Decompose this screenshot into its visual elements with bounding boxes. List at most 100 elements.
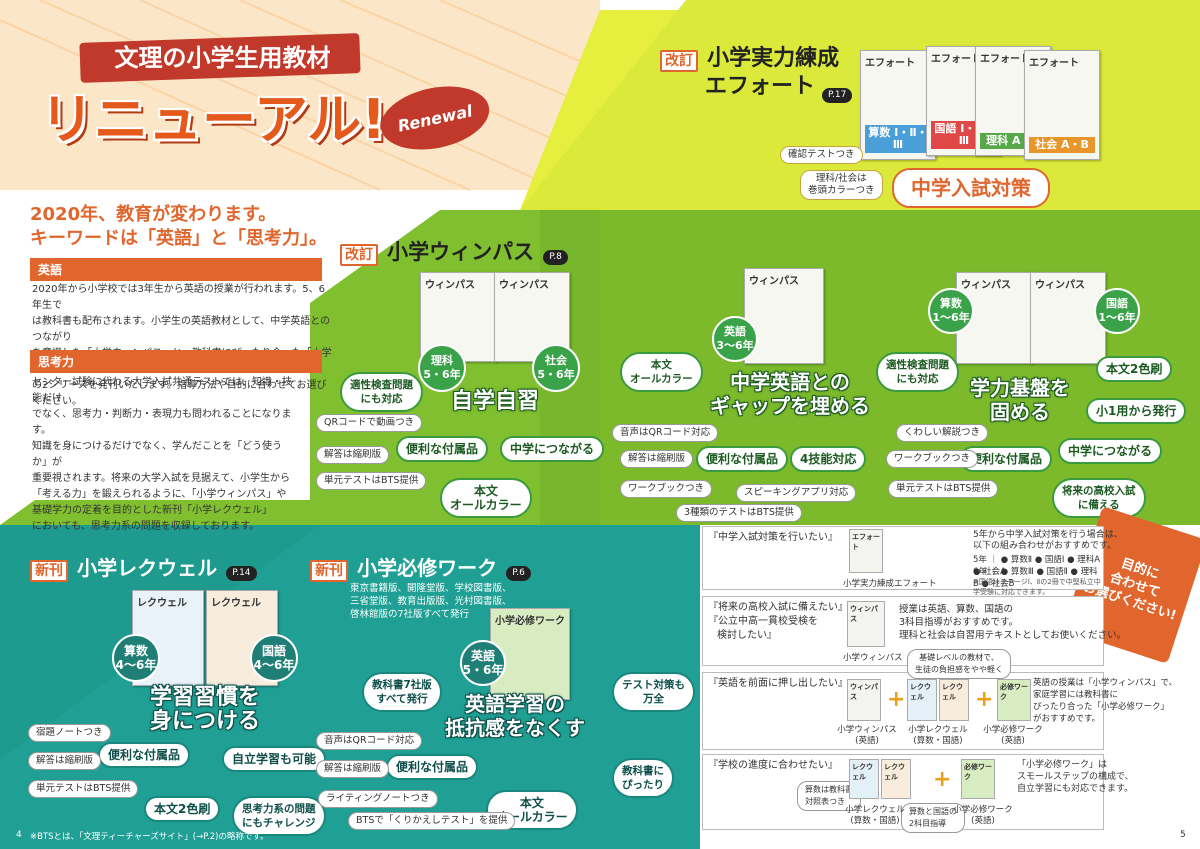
winpass-english-grade: 英語 3〜6年 bbox=[712, 316, 758, 362]
book-title: ウィンパス bbox=[749, 276, 799, 287]
hisshu-s2: 解答は縮刷版 bbox=[316, 760, 390, 778]
panel-text: 英語の授業は「小学ウィンパス」で、 家庭学習には教科書に ぴったり合った「小学必… bbox=[1033, 678, 1177, 724]
hisshu-title-block: 新刊 小学必修ワーク P.6 bbox=[310, 552, 531, 582]
panel-question: 『英語を前面に押し出したい』 bbox=[708, 678, 848, 689]
winpass-mid-b1: 本文 オールカラー bbox=[620, 352, 703, 392]
reqwell-tag: 新刊 bbox=[30, 560, 68, 582]
effort-title2: エフォート bbox=[705, 74, 816, 99]
panel-note: 算数と国語の 2科目指導 bbox=[901, 803, 965, 833]
mini-effort-book: エフォート bbox=[849, 529, 883, 573]
book-title: ウィンパス bbox=[1035, 280, 1085, 291]
panel-row-6: 6年 ｜ ● 算数Ⅲ ● 国語Ⅱ ● 理科B ● 社会B bbox=[973, 567, 1098, 589]
winpass-mid-b2: 便利な付属品 bbox=[696, 446, 789, 472]
hisshu-publishers: 東京書籍版、開隆堂版、学校図書版、 三省堂版、教育出版版、光村図書版、 啓林館版… bbox=[350, 583, 512, 620]
section-thinking-label: 思考力 bbox=[30, 350, 322, 373]
winpass-left-b3: 中学につながる bbox=[500, 436, 605, 462]
banner-line1: 文理の小学生用教材 bbox=[114, 44, 331, 72]
winpass-social-grade: 社会 5・6年 bbox=[532, 344, 580, 392]
winpass-left-b1: 適性検査問題 にも対応 bbox=[340, 372, 423, 412]
hisshu-b2: テスト対策も 万全 bbox=[612, 672, 695, 712]
panel-caption: 小学ウィンパス bbox=[843, 653, 903, 663]
reqwell-s1: 宿題ノートつき bbox=[28, 724, 111, 742]
effort-book-math: エフォート 算数 Ⅰ・Ⅱ・Ⅲ bbox=[860, 50, 936, 160]
panel-caption: 小学必修ワーク (英語) bbox=[953, 805, 1013, 826]
book-title: エフォート bbox=[865, 58, 915, 69]
winpass-left-s1: QRコードで動画つき bbox=[316, 414, 423, 432]
hisshu-b3: 便利な付属品 bbox=[386, 754, 479, 780]
select-panel-pace: 『学校の進度に合わせたい』 算数は教科書 対照表つき レクウェル レクウェル +… bbox=[702, 754, 1134, 833]
reqwell-b2: 自立学習も可能 bbox=[222, 746, 327, 772]
winpass-right-b3: 小1用から発行 bbox=[1086, 398, 1187, 424]
intro-headline2: キーワードは「英語」と「思考力」。 bbox=[30, 228, 327, 249]
winpass-mid-s5: 3種類のテストはBTS提供 bbox=[676, 504, 802, 522]
winpass-left-s3: 単元テストはBTS提供 bbox=[316, 472, 427, 490]
reqwell-japanese-grade: 国語 4〜6年 bbox=[250, 634, 298, 682]
winpass-mid-s4: スピーキングアプリ対応 bbox=[736, 484, 857, 502]
effort-title1: 小学実力練成 bbox=[707, 46, 840, 71]
hisshu-tag: 新刊 bbox=[310, 560, 348, 582]
winpass-english-book: ウィンパス bbox=[744, 268, 824, 364]
renewal-tag: Renewal bbox=[396, 100, 474, 136]
banner: 文理の小学生用教材 リニューアル! Renewal bbox=[30, 18, 510, 168]
winpass-title: 小学ウィンパス bbox=[387, 240, 535, 264]
panel-caption: 小学実力練成エフォート bbox=[843, 579, 937, 589]
hisshu-s4: BTSで「くりかえしテスト」を提供 bbox=[348, 812, 516, 830]
winpass-right-b2: 本文2色刷 bbox=[1096, 356, 1173, 382]
banner-line2: リニューアル! bbox=[40, 88, 386, 151]
winpass-left-s2: 解答は縮刷版 bbox=[316, 446, 390, 464]
book-title: エフォート bbox=[931, 54, 981, 65]
intro-headline1: 2020年、教育が変わります。 bbox=[30, 204, 277, 225]
reqwell-b1: 便利な付属品 bbox=[98, 742, 191, 768]
winpass-title-block: 改訂 小学ウィンパス P.8 bbox=[340, 236, 568, 266]
book-label: 算数 Ⅰ・Ⅱ・Ⅲ bbox=[865, 125, 931, 153]
effort-title-block: 改訂 小学実力練成 bbox=[660, 40, 839, 72]
winpass-mid-s2: 解答は縮刷版 bbox=[620, 450, 694, 468]
panel-row-5: 5年 ｜ ● 算数Ⅱ ● 国語Ⅰ ● 理科A ● 社会A bbox=[973, 555, 1101, 577]
hisshu-grade: 英語 5・6年 bbox=[460, 640, 506, 686]
winpass-right-b5: 中学につながる bbox=[1058, 438, 1163, 464]
reqwell-page-ref: P.14 bbox=[226, 566, 257, 581]
hisshu-b1: 教科書7社版 すべて発行 bbox=[362, 672, 442, 712]
text-line: 「考える力」を鍛えられるように、「小学ウィンパス」や bbox=[32, 489, 287, 500]
mini-reqwell-book: レクウェル bbox=[907, 679, 937, 721]
text-line: の2シリーズを発刊いたします。指導方法や目的に合わせてお選びください。 bbox=[32, 380, 327, 407]
book-title: ウィンパス bbox=[425, 280, 475, 291]
text-line: 2020年から小学校では3年生から英語の授業が行われます。5、6年生で bbox=[32, 284, 326, 311]
select-panel-english: 『英語を前面に押し出したい』 基礎レベルの教材で、 生徒の負担感をやや軽く ウィ… bbox=[702, 649, 1177, 750]
mini-hisshu-book: 必修ワーク bbox=[997, 679, 1031, 721]
panel-question: 『学校の進度に合わせたい』 bbox=[708, 760, 838, 771]
panel-caption: 小学ウィンパス (英語) bbox=[837, 725, 897, 746]
book-title: エフォート bbox=[980, 54, 1030, 65]
book-title: レクウェル bbox=[211, 598, 261, 609]
panel-text: 5年から中学入試対策を行う場合は、 以下の組み合わせがおすすめです。 bbox=[973, 530, 1123, 551]
mini-reqwell-book: レクウェル bbox=[881, 759, 911, 799]
text-line: 知識を身につけるだけでなく、学んだことを「どう使うか」が bbox=[32, 441, 282, 468]
panel-question: 『公立中高一貫校受検を bbox=[708, 616, 818, 627]
section-english-label: 英語 bbox=[30, 258, 322, 281]
book-title: ウィンパス bbox=[961, 280, 1011, 291]
book-label: 社会 A・B bbox=[1029, 137, 1095, 153]
effort-tag: 改訂 bbox=[660, 50, 698, 72]
text-line: センター試験に代わる大学入試共通テストでは、知識・技能だけ bbox=[32, 377, 292, 404]
select-panel-entrance: 『中学入試対策を行いたい』 エフォート 小学実力練成エフォート 5年から中学入試… bbox=[702, 526, 1123, 596]
panel-caption: 小学必修ワーク (英語) bbox=[983, 725, 1043, 746]
reqwell-b4: 思考力系の問題 にもチャレンジ bbox=[232, 796, 326, 836]
hisshu-s1: 音声はQRコード対応 bbox=[316, 732, 423, 750]
mini-hisshu-book: 必修ワーク bbox=[961, 759, 995, 799]
book-title: エフォート bbox=[1029, 58, 1079, 69]
winpass-mid-s1: 音声はQRコード対応 bbox=[612, 424, 719, 442]
book-title: レクウェル bbox=[137, 598, 187, 609]
panel-caption: 小学レクウェル (算数・国語) bbox=[845, 805, 905, 826]
hisshu-page-ref: P.6 bbox=[506, 566, 531, 581]
hisshu-b4: 教科書に ぴったり bbox=[612, 758, 674, 798]
text-line: でなく、思考力・判断力・表現力も問われることになります。 bbox=[32, 409, 292, 436]
page-number-left: 4 bbox=[16, 830, 22, 840]
plus-icon: + bbox=[933, 767, 952, 792]
reqwell-title: 小学レクウェル bbox=[77, 556, 218, 580]
select-panel-highschool: 『将来の高校入試に備えたい』 『公立中高一貫校受検を 検討したい』 ウィンパス … bbox=[702, 596, 1126, 666]
hisshu-s3: ライティングノートつき bbox=[318, 790, 438, 808]
reqwell-math-grade: 算数 4〜6年 bbox=[112, 634, 160, 682]
text-line: 基礎学力の定着を目的とした新刊「小学レクウェル」 bbox=[32, 505, 272, 516]
mini-reqwell-book: レクウェル bbox=[849, 759, 879, 799]
plus-icon: + bbox=[975, 687, 994, 712]
